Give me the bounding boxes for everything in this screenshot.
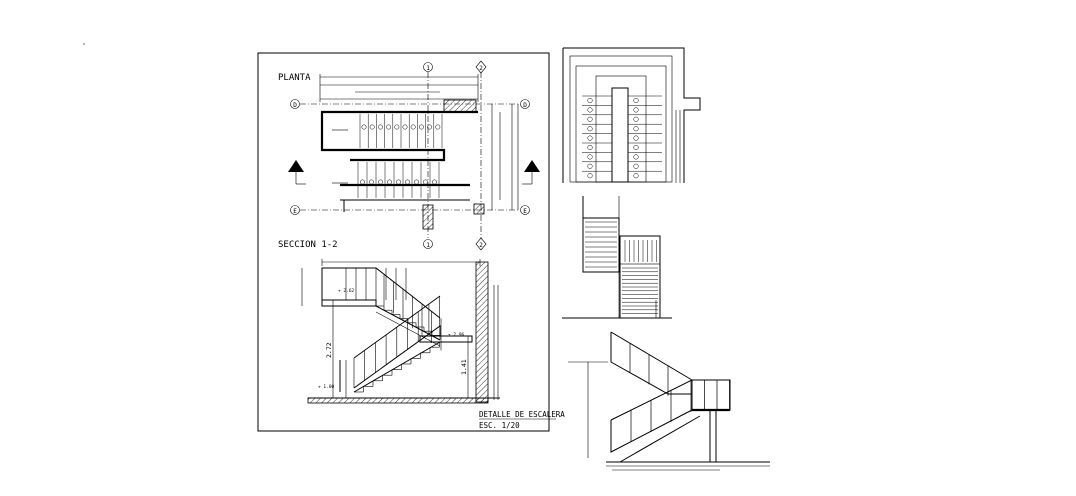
mid-landing	[419, 335, 473, 343]
tread-number-circle	[587, 135, 593, 141]
tread-number-circle	[587, 144, 593, 151]
tread-number-circle	[587, 97, 593, 104]
plan-lower-flight	[357, 162, 440, 198]
right-side-view	[568, 331, 770, 471]
hatched-column	[473, 203, 485, 215]
tread-number-circle	[423, 179, 428, 185]
grid-bubble-1-top: 1	[423, 62, 433, 72]
tread-number-circle	[432, 179, 437, 185]
tread-number-circle	[396, 179, 401, 185]
grid-bubble-e-left: E	[290, 205, 300, 215]
right-elevation-upper-steps	[585, 221, 617, 268]
grid-bubble-d-right: D	[520, 99, 530, 109]
tread-number-circle	[418, 124, 424, 130]
tread-number-circle	[633, 135, 639, 141]
grid-bubble-2-top: 2	[475, 60, 487, 74]
section-marker-left	[288, 160, 306, 185]
svg-text:1: 1	[426, 242, 430, 249]
section-marker-right	[522, 160, 540, 185]
tread-number-circle	[633, 144, 639, 151]
hatched-wall-bottom	[422, 204, 434, 230]
tread-number-circle	[378, 179, 383, 185]
height-total-label: 2.72	[325, 342, 333, 358]
detail-scale: ESC. 1/20	[479, 421, 520, 430]
grid-bubble-2-bottom: 2	[475, 237, 487, 251]
tread-number-circle	[633, 163, 639, 169]
tread-number-circle	[633, 97, 639, 104]
tread-number-circle	[587, 107, 593, 113]
tread-number-circle	[386, 124, 392, 130]
stray-dot	[83, 43, 85, 45]
tread-number-circle	[633, 126, 639, 132]
tread-number-circle	[633, 107, 639, 113]
lower-flight-steps	[354, 341, 440, 393]
tread-number-circle	[633, 116, 639, 122]
section-wall	[475, 261, 489, 403]
lower-railing-posts	[353, 295, 441, 388]
tread-number-circle	[633, 173, 639, 179]
right-plan-core	[611, 87, 629, 183]
tread-number-circle	[427, 124, 433, 130]
side-upper-railing	[610, 332, 730, 410]
svg-text:E: E	[293, 208, 297, 215]
grid-bubble-1-bottom: 1	[423, 239, 433, 249]
tread-number-circle	[361, 124, 367, 130]
tread-number-circle	[360, 179, 365, 185]
tread-number-circle	[587, 154, 593, 160]
tread-number-circle	[402, 124, 408, 130]
tread-number-circle	[405, 179, 410, 185]
svg-text:E: E	[523, 208, 527, 215]
handrail	[353, 295, 441, 359]
level-low-label: + 1.00	[318, 384, 335, 390]
tread-number-circle	[369, 179, 374, 185]
svg-text:2: 2	[479, 65, 483, 72]
tread-number-circle	[410, 124, 416, 130]
grid-bubble-d-left: D	[290, 99, 300, 109]
tread-number-circle	[587, 116, 593, 122]
section-view: SECCION 1-2 + 2.62 + 2.9	[278, 240, 565, 430]
grid-bubble-e-right: E	[520, 205, 530, 215]
detail-title: DETALLE DE ESCALERA	[479, 410, 565, 419]
tread-number-circle	[587, 163, 593, 169]
tread-number-circle	[587, 126, 593, 132]
right-elevation-lower-steps	[622, 240, 658, 314]
plan-view: PLANTA 1 2 1 2 D	[278, 60, 540, 251]
side-lower-railing	[610, 380, 692, 452]
right-elevation-view	[562, 196, 672, 319]
ground-hatch	[307, 397, 489, 404]
tread-number-circle	[387, 179, 392, 185]
upper-railing-posts	[345, 268, 442, 351]
svg-text:1: 1	[426, 65, 430, 72]
height-lower-label: 1.41	[460, 359, 468, 375]
sheet-frame	[257, 52, 550, 432]
tread-number-circle	[394, 124, 400, 130]
section-title: SECCION 1-2	[278, 240, 338, 250]
tread-number-circle	[369, 124, 375, 130]
svg-text:D: D	[293, 102, 297, 109]
svg-text:D: D	[523, 102, 527, 109]
tread-number-circle	[587, 173, 593, 179]
plan-title: PLANTA	[278, 73, 311, 83]
tread-number-circle	[377, 124, 383, 130]
level-top-label: + 2.62	[338, 288, 355, 294]
upper-landing	[321, 299, 377, 307]
tread-number-circle	[435, 124, 441, 130]
right-plan-view	[562, 47, 701, 183]
level-mid-label: + 2.96	[448, 332, 465, 338]
svg-text:2: 2	[479, 242, 483, 249]
hatched-wall-top	[443, 99, 477, 113]
tread-number-circle	[633, 154, 639, 160]
tread-number-circle	[414, 179, 419, 185]
plan-upper-flight	[359, 114, 443, 148]
right-plan-treads	[582, 95, 662, 179]
